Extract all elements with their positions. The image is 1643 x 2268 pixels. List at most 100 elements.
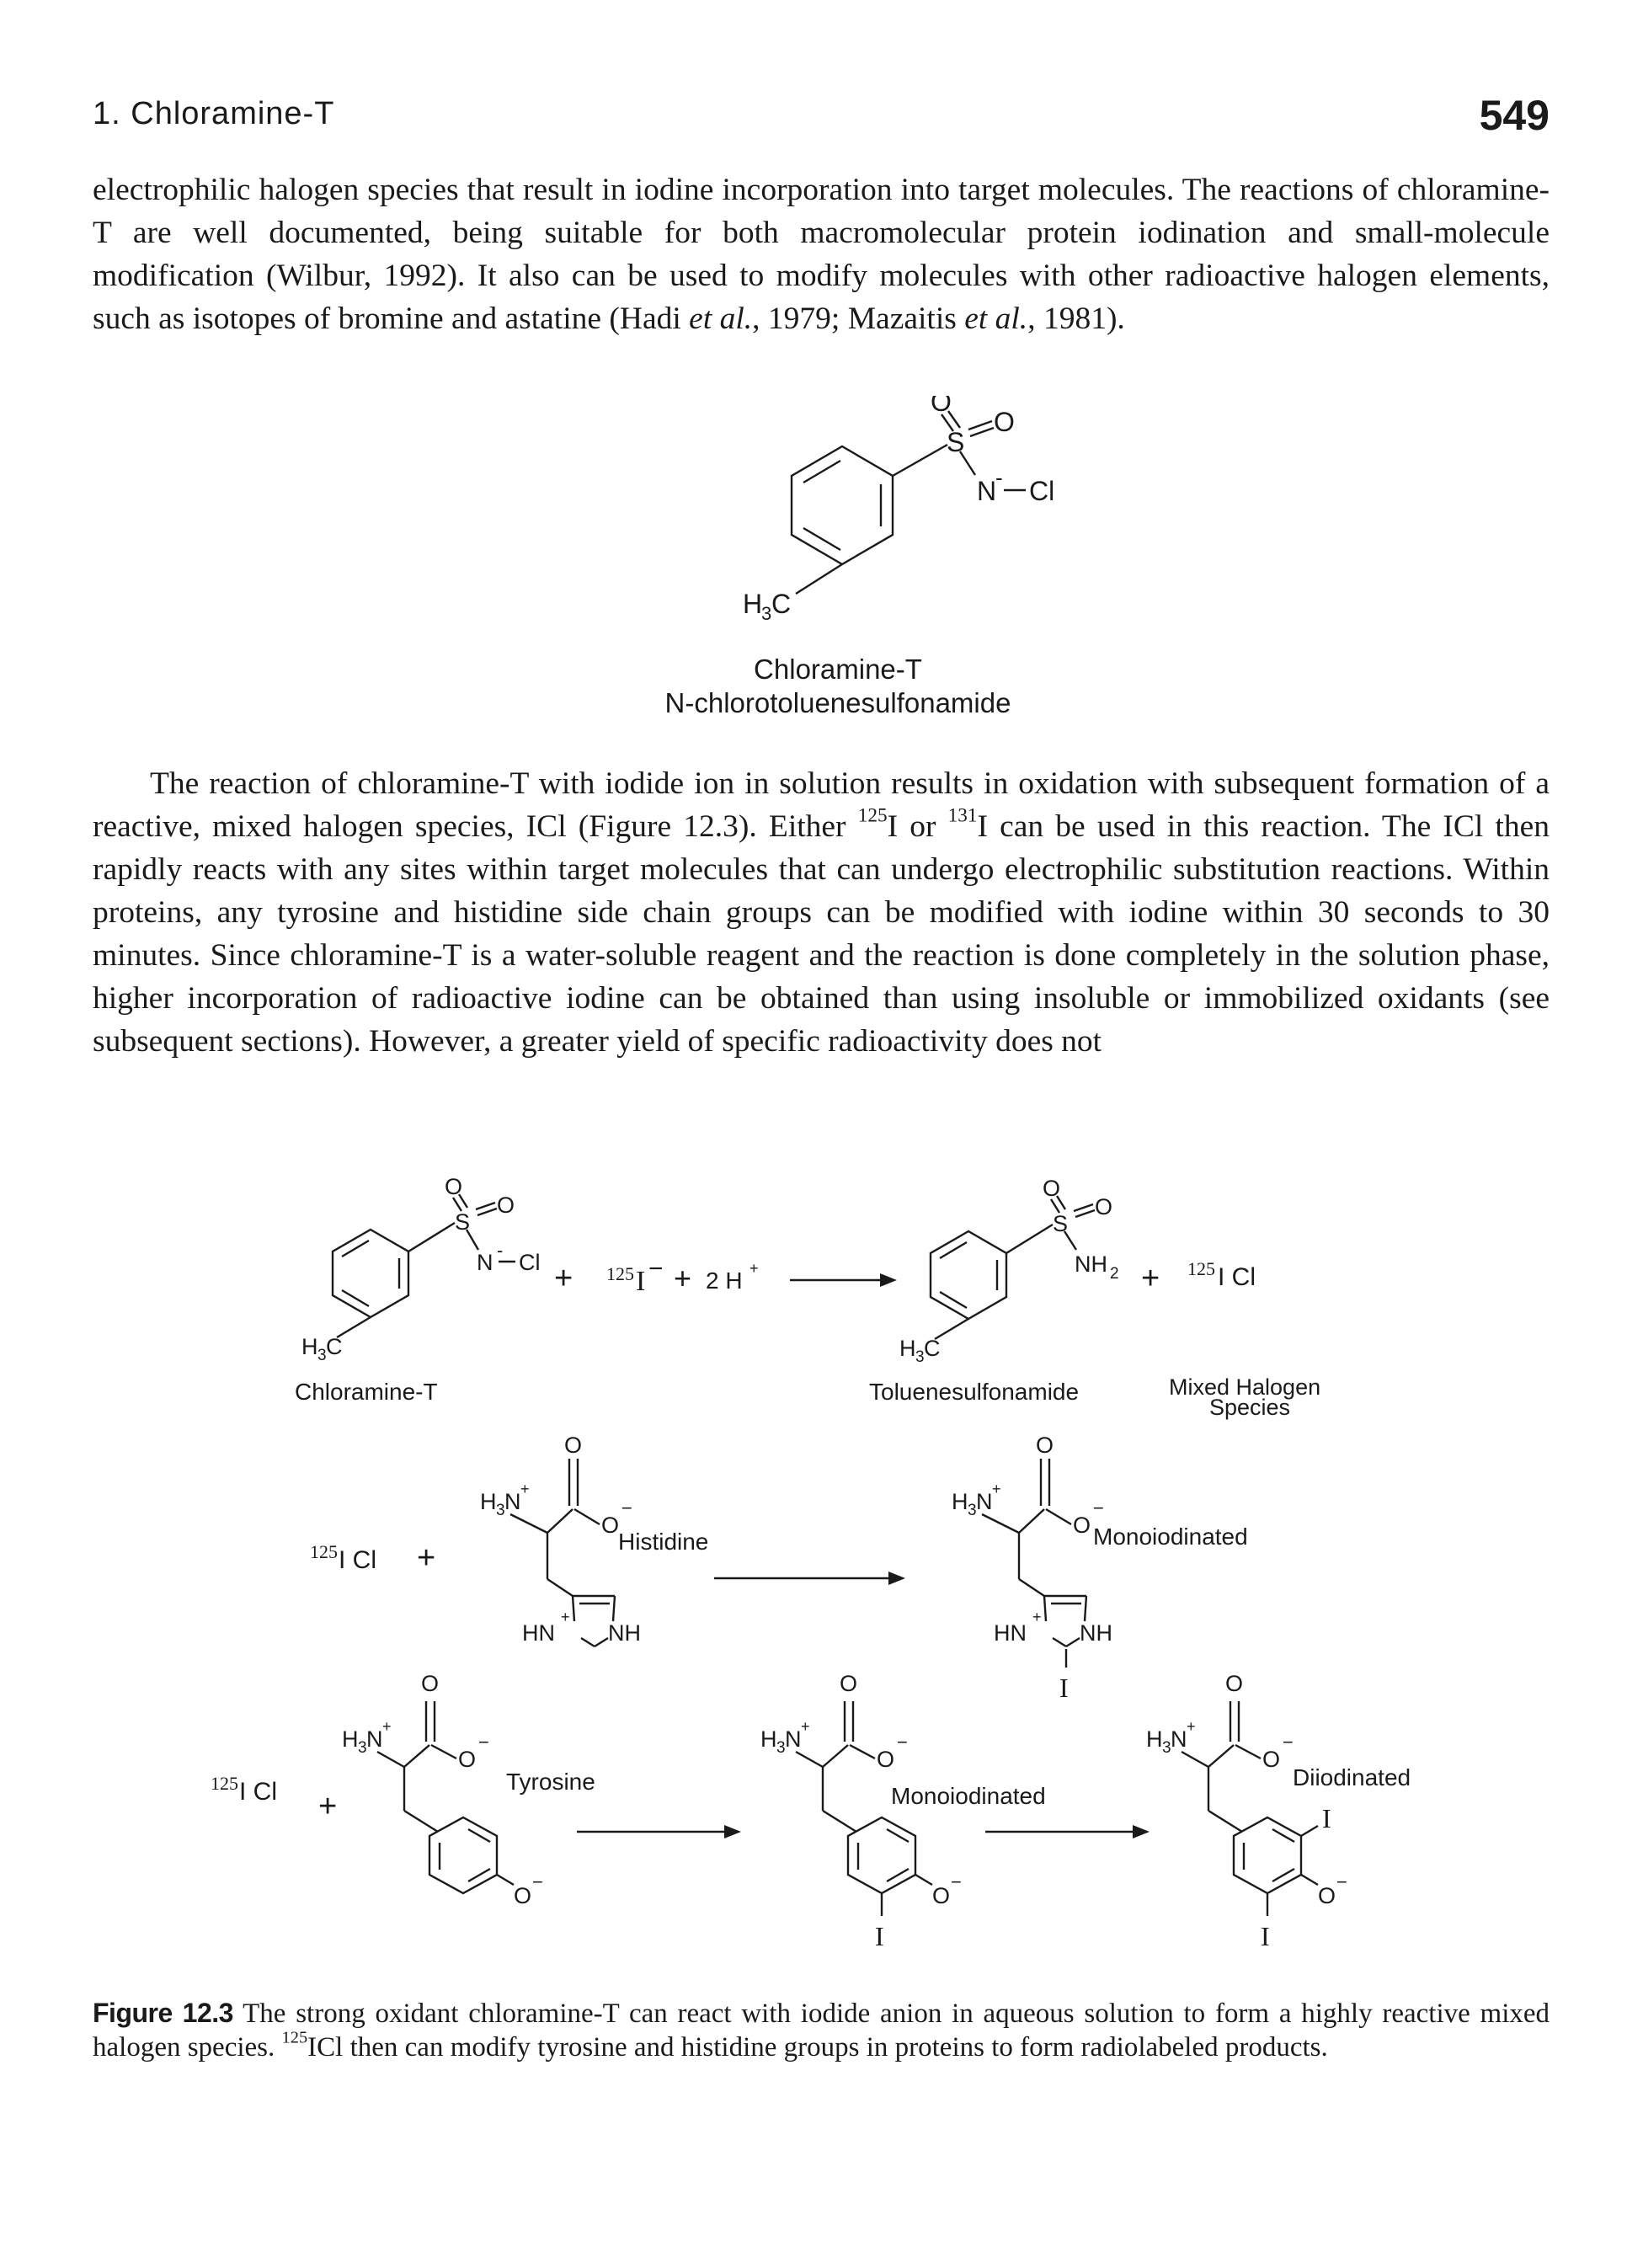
row2-product-name: Monoiodinated — [1093, 1524, 1248, 1550]
o-right-label: O — [994, 407, 1015, 437]
figure-caption: Figure 12.3 The strong oxidant chloramin… — [93, 1996, 1550, 2064]
ring-ch3-bond — [795, 563, 843, 595]
svg-text:−: − — [897, 1732, 908, 1753]
svg-text:H: H — [952, 1489, 968, 1514]
row3-icl-symbol: I Cl — [239, 1778, 277, 1806]
s-o-right-bond-a — [968, 419, 993, 431]
row3-tyrosine: O O − H 3 N + O − — [342, 1671, 543, 1908]
svg-text:O: O — [932, 1883, 950, 1908]
body-paragraph-2: The reaction of chloramine-T with iodide… — [93, 762, 1550, 1063]
svg-text:+: + — [520, 1481, 530, 1497]
svg-text:O: O — [1073, 1513, 1091, 1538]
chloramine-t-structure: O O S N - Cl H 3 C — [743, 396, 1054, 624]
svg-text:−: − — [532, 1871, 543, 1892]
svg-text:O: O — [445, 1174, 462, 1199]
svg-text:N: N — [976, 1489, 993, 1514]
paragraph-1-text-b: , 1979; Mazaitis — [752, 302, 965, 336]
row3-icl-mass: 125 — [211, 1773, 238, 1794]
svg-text:3: 3 — [317, 1347, 327, 1364]
row3-mono-iodine: I — [875, 1921, 884, 1951]
svg-text:O: O — [421, 1671, 439, 1696]
row1-nh2-sub: 2 — [1110, 1265, 1119, 1283]
row1-reactant-name: Chloramine-T — [295, 1379, 438, 1405]
ring-double-bond-1 — [803, 459, 841, 484]
svg-text:−: − — [1336, 1871, 1347, 1892]
paragraph-2-text-a: The reaction of chloramine-T with iodide… — [93, 766, 1550, 844]
svg-text:+: + — [1032, 1609, 1042, 1625]
h3c-3-label: 3 — [761, 603, 771, 624]
svg-text:+: + — [801, 1718, 810, 1735]
row2-histidine: O O − H 3 N + HN + NH — [480, 1433, 641, 1648]
iso2-symbol: I — [977, 809, 988, 844]
figure-label: Figure 12.3 — [93, 1998, 233, 2028]
svg-text:O: O — [1262, 1747, 1280, 1772]
svg-text:S: S — [455, 1209, 470, 1235]
svg-text:H: H — [342, 1726, 359, 1752]
svg-text:Cl: Cl — [519, 1250, 541, 1275]
svg-text:O: O — [1225, 1671, 1243, 1696]
svg-text:H: H — [301, 1334, 318, 1359]
row1-iodide-symbol: I — [636, 1266, 645, 1297]
row2-icl-symbol: I Cl — [339, 1546, 376, 1574]
svg-text:H: H — [1146, 1726, 1163, 1752]
row1-icl-symbol: I Cl — [1218, 1263, 1256, 1291]
et-al-2: et al. — [964, 302, 1028, 336]
row1-toluenesulfonamide: O O S H 3 C — [899, 1176, 1112, 1366]
n-label: N — [977, 476, 996, 506]
row3-arrowhead-2 — [1133, 1825, 1150, 1838]
svg-text:O: O — [564, 1433, 582, 1458]
svg-text:NH: NH — [608, 1620, 641, 1646]
row3-reactant-name: Tyrosine — [506, 1769, 595, 1795]
row3-mono-name: Monoiodinated — [891, 1783, 1046, 1809]
page-number: 549 — [1479, 92, 1550, 139]
s-label: S — [947, 427, 964, 457]
o-top-label: O — [931, 396, 952, 417]
caption-isotope-mass: 125 — [281, 2028, 308, 2047]
row1-arrowhead — [880, 1273, 897, 1287]
svg-text:N: N — [477, 1250, 493, 1275]
svg-text:-: - — [497, 1240, 503, 1261]
row2-icl-mass: 125 — [310, 1541, 338, 1562]
body-paragraph-1: electrophilic halogen species that resul… — [93, 168, 1550, 340]
paragraph-1-text-a: electrophilic halogen species that resul… — [93, 173, 1550, 336]
svg-text:O: O — [1043, 1176, 1060, 1201]
svg-text:O: O — [458, 1747, 476, 1772]
row1-product-name: Toluenesulfonamide — [869, 1379, 1079, 1405]
svg-text:3: 3 — [776, 1739, 786, 1757]
svg-text:C: C — [924, 1336, 941, 1361]
svg-text:+: + — [382, 1718, 392, 1735]
svg-text:+: + — [992, 1481, 1001, 1497]
svg-text:N: N — [504, 1489, 521, 1514]
svg-text:H: H — [899, 1336, 916, 1361]
row1-nh2: NH — [1075, 1251, 1107, 1277]
chloramine-t-caption: Chloramine-T N-chlorotoluenesulfonamide — [564, 653, 1112, 720]
row1-protons: 2 H — [706, 1267, 743, 1294]
caption-text-a: The strong oxidant chloramine-T can reac… — [93, 1999, 1550, 2063]
svg-text:−: − — [478, 1732, 489, 1753]
ring-double-bond-3 — [803, 526, 841, 552]
s-o-top-bond-b — [947, 410, 961, 429]
svg-text:3: 3 — [1162, 1739, 1171, 1757]
h3c-c-label: C — [771, 589, 791, 619]
running-head: 1. Chloramine-T 549 — [93, 91, 1550, 141]
ring-s-bond — [892, 443, 948, 478]
iso1-symbol: I — [887, 809, 899, 844]
row1-mixed-halogen-line2: Species — [1209, 1395, 1290, 1420]
iso2-mass: 131 — [947, 804, 978, 827]
svg-text:O: O — [1036, 1433, 1054, 1458]
n-minus-label: - — [995, 465, 1003, 490]
svg-text:H: H — [760, 1726, 777, 1752]
benzene-ring — [790, 445, 894, 566]
caption-text-b: ICl then can modify tyrosine and histidi… — [307, 2032, 1328, 2063]
iso1-mass: 125 — [857, 804, 888, 827]
row1-proton-charge: + — [749, 1260, 759, 1277]
s-o-right-bond-b — [969, 426, 995, 438]
s-n-bond — [958, 451, 977, 476]
h3c-h-label: H — [743, 589, 762, 619]
svg-text:−: − — [1283, 1732, 1294, 1753]
svg-text:S: S — [1053, 1211, 1068, 1236]
svg-text:O: O — [514, 1883, 531, 1908]
row1-plus-2: + — [674, 1261, 691, 1295]
svg-text:−: − — [1093, 1497, 1104, 1518]
et-al-1: et al. — [689, 302, 753, 336]
